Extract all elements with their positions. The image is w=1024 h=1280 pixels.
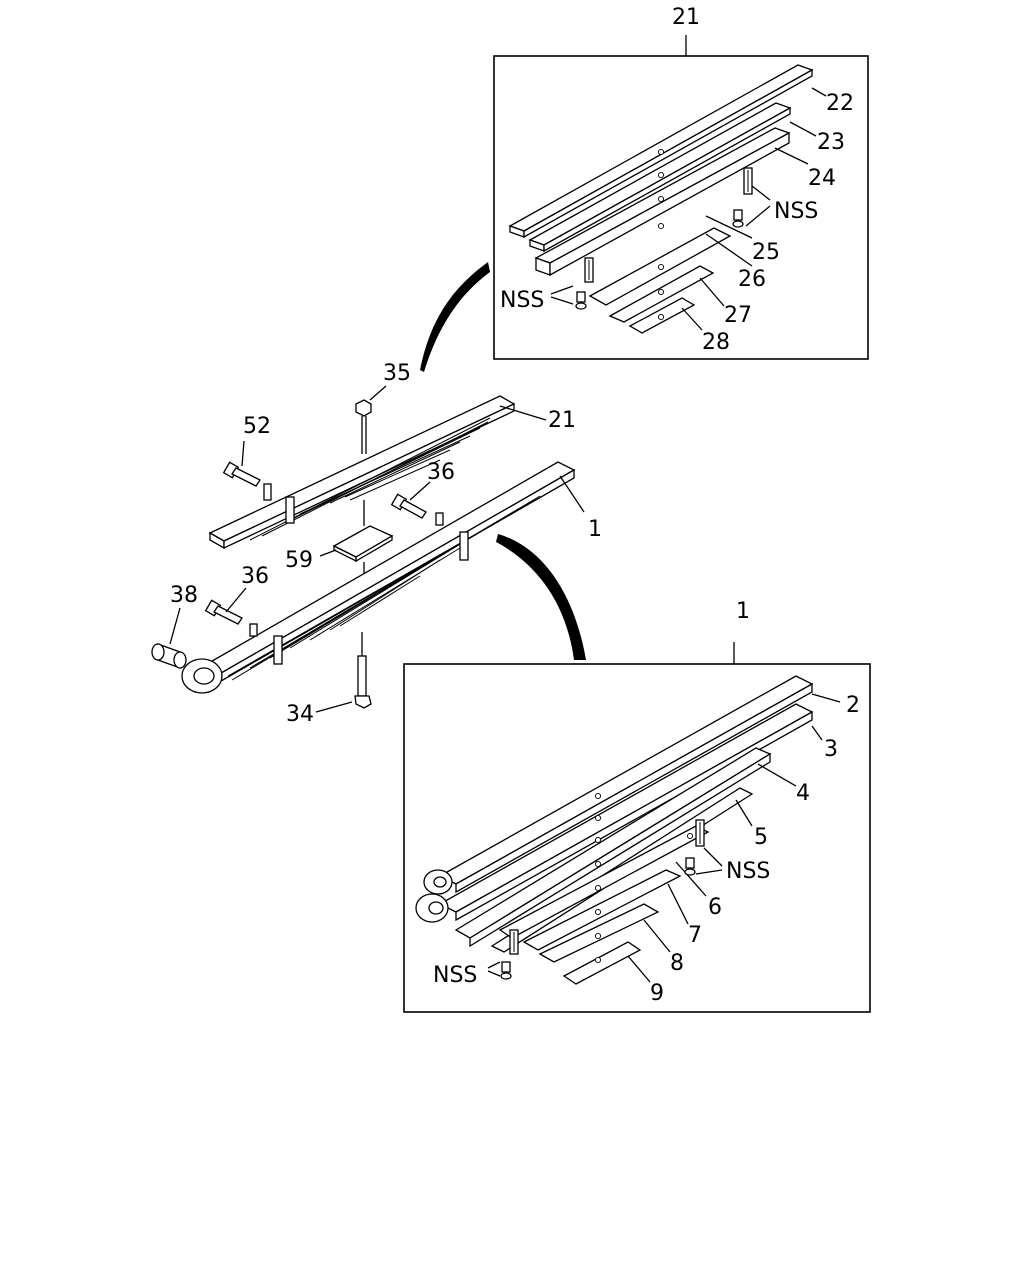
bolt-34 bbox=[315, 632, 372, 713]
plate-59 bbox=[319, 500, 394, 586]
bolt-36-upper bbox=[390, 481, 431, 519]
leaf-24 bbox=[534, 127, 809, 277]
label-34: 34 bbox=[286, 702, 314, 727]
label-22: 22 bbox=[826, 91, 854, 116]
label-36-b: 36 bbox=[241, 564, 269, 589]
detail-box-1: 1 bbox=[403, 599, 871, 1013]
leaf-2 bbox=[423, 675, 841, 895]
label-24: 24 bbox=[808, 166, 836, 191]
clip-bolt-box1-left bbox=[487, 929, 519, 980]
clip-bolt-box1-right bbox=[684, 819, 723, 876]
label-nss-a: NSS bbox=[774, 199, 818, 224]
detail-box-21: 21 bbox=[493, 5, 869, 360]
label-5: 5 bbox=[754, 825, 768, 850]
callout-arc-upper bbox=[420, 262, 490, 372]
leaf-22 bbox=[508, 64, 827, 239]
label-52: 52 bbox=[243, 414, 271, 439]
label-nss-b: NSS bbox=[500, 288, 544, 313]
label-2: 2 bbox=[846, 693, 860, 718]
label-1-mid: 1 bbox=[588, 517, 602, 542]
leaf-6 bbox=[498, 825, 710, 939]
bolt-52 bbox=[222, 440, 261, 487]
leaf-8 bbox=[538, 903, 671, 963]
label-38: 38 bbox=[170, 583, 198, 608]
bushing-38 bbox=[151, 607, 187, 669]
label-36-a: 36 bbox=[427, 460, 455, 485]
label-21-mid: 21 bbox=[548, 408, 576, 433]
label-23: 23 bbox=[817, 130, 845, 155]
label-4: 4 bbox=[796, 781, 810, 806]
leaf-23 bbox=[528, 102, 817, 253]
detail-frame-21 bbox=[493, 55, 869, 360]
label-3: 3 bbox=[824, 737, 838, 762]
label-35: 35 bbox=[383, 361, 411, 386]
label-26: 26 bbox=[738, 267, 766, 292]
label-9: 9 bbox=[650, 981, 664, 1006]
leaf-4 bbox=[454, 747, 797, 948]
label-28: 28 bbox=[702, 330, 730, 355]
label-7: 7 bbox=[688, 923, 702, 948]
leaf-9 bbox=[562, 941, 651, 985]
leaf-7 bbox=[522, 869, 689, 951]
label-nss-c: NSS bbox=[726, 859, 770, 884]
clip-bolt-lower-left bbox=[550, 257, 594, 310]
label-59: 59 bbox=[285, 548, 313, 573]
bolt-36-lower bbox=[204, 587, 247, 625]
label-25: 25 bbox=[752, 240, 780, 265]
label-8: 8 bbox=[670, 951, 684, 976]
leaf-3 bbox=[415, 703, 823, 923]
label-nss-d: NSS bbox=[433, 963, 477, 988]
label-1-box: 1 bbox=[736, 599, 750, 624]
callout-arc-lower bbox=[496, 534, 586, 660]
nut-35 bbox=[355, 385, 387, 454]
clip-bolt-upper-right bbox=[732, 167, 771, 228]
leader-25 bbox=[705, 215, 753, 239]
spring-assembly-21 bbox=[208, 395, 547, 550]
label-27: 27 bbox=[724, 303, 752, 328]
detail-frame-1 bbox=[403, 663, 871, 1013]
label-6: 6 bbox=[708, 895, 722, 920]
spring-assembly-1 bbox=[181, 461, 585, 694]
label-21-top: 21 bbox=[672, 5, 700, 30]
